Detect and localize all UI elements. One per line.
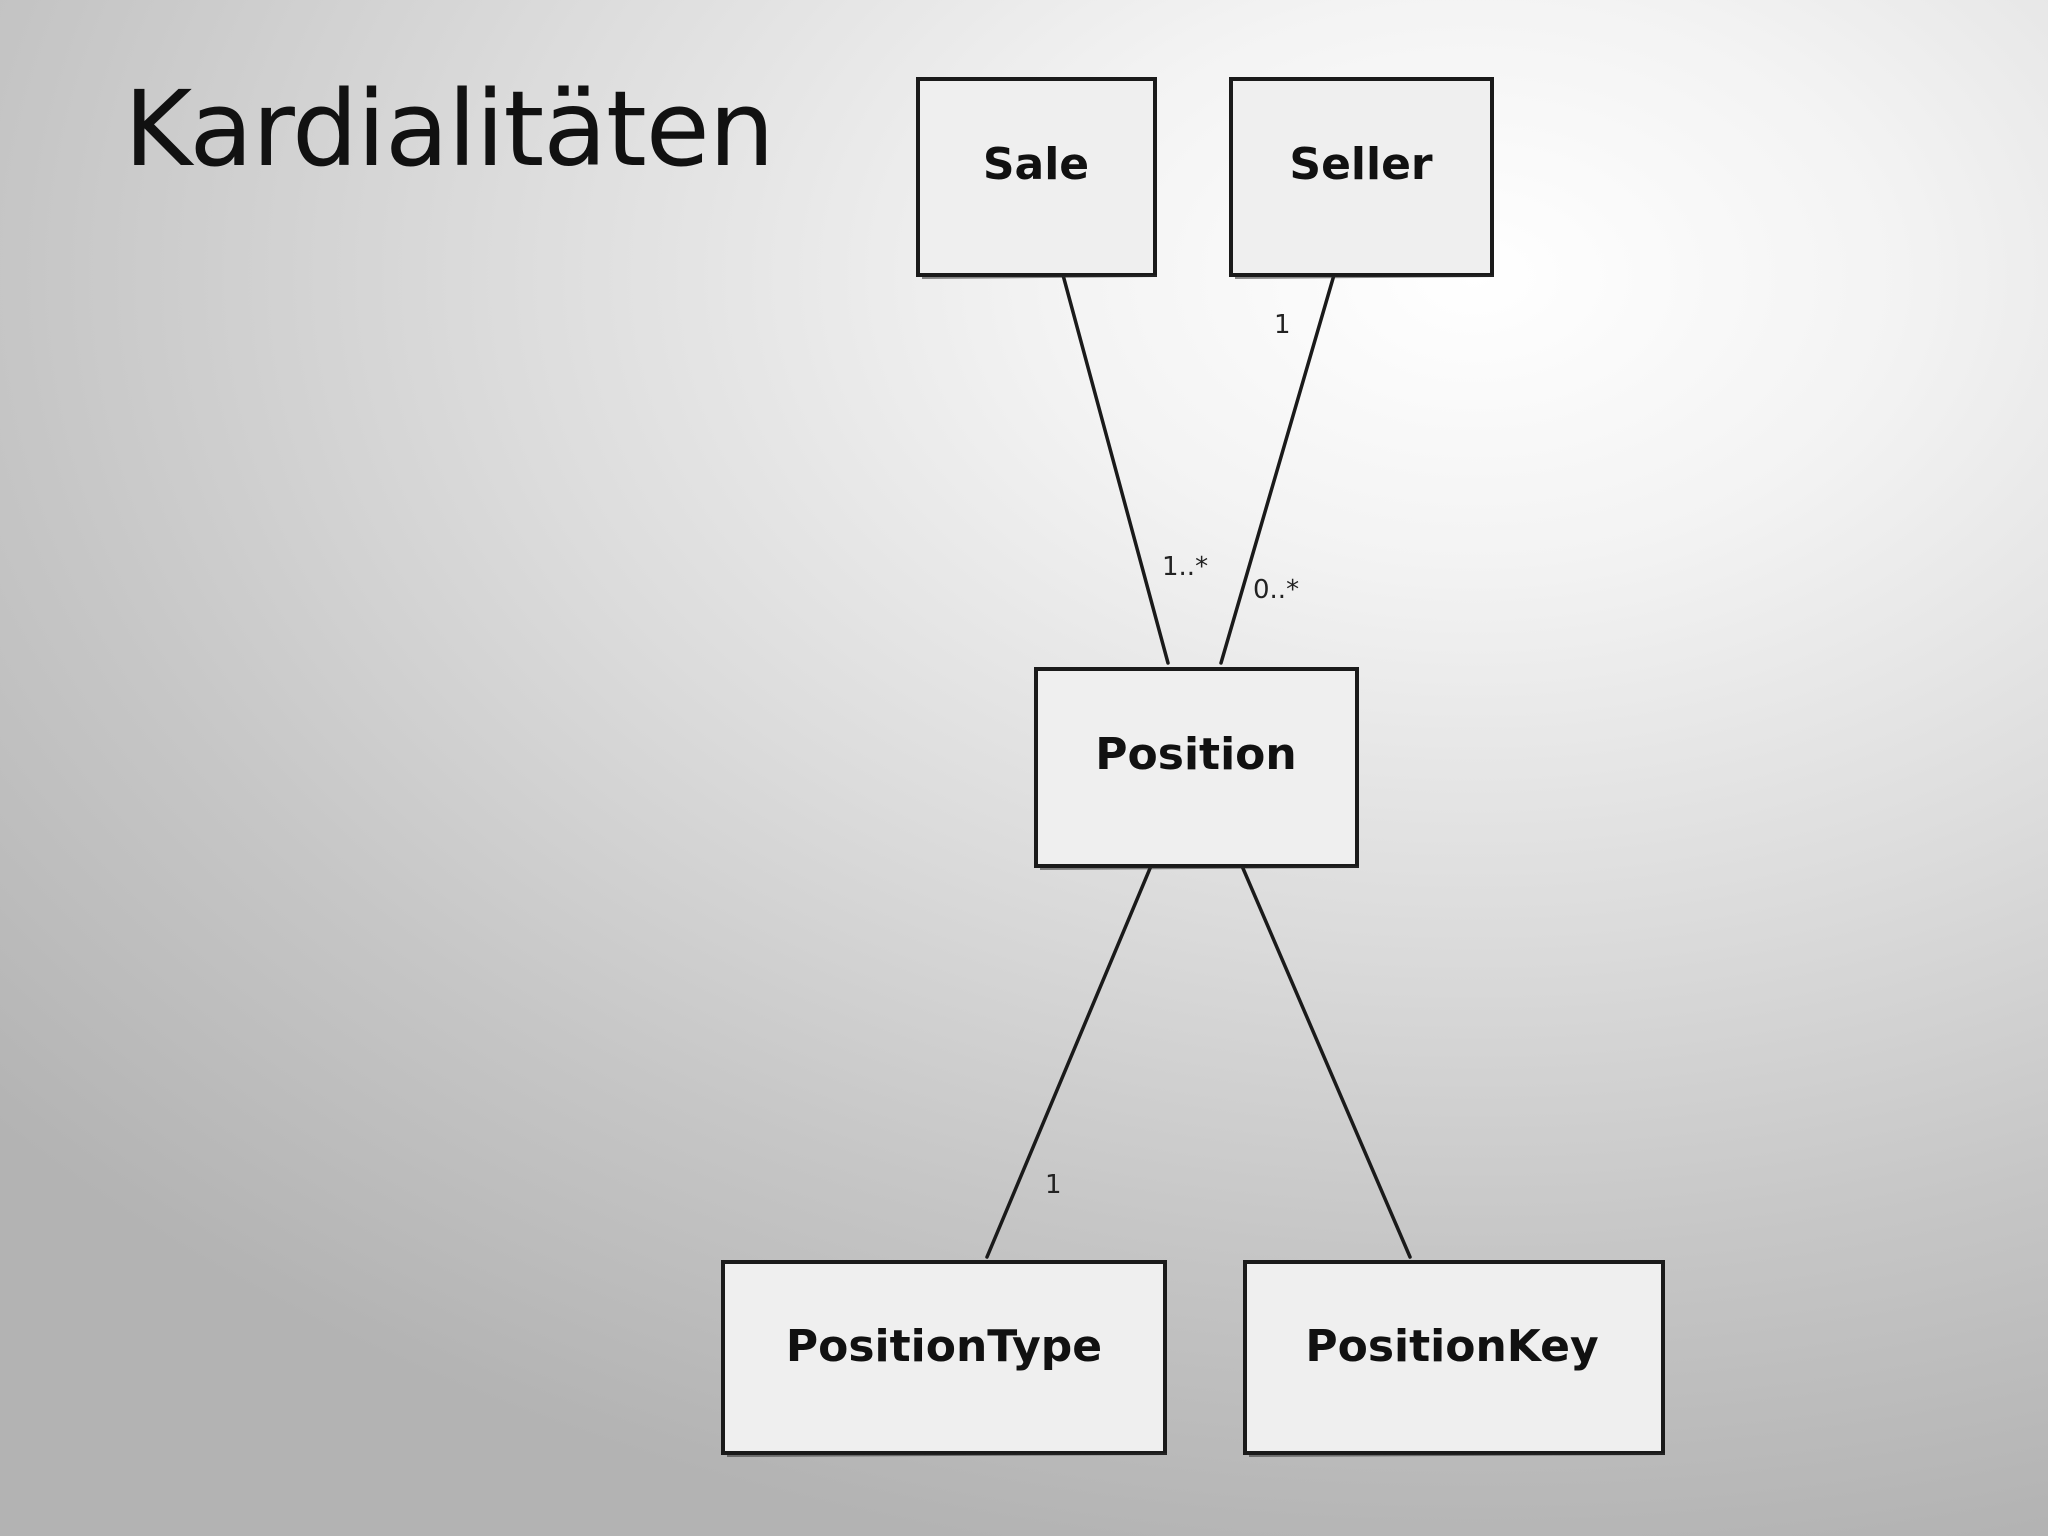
slide-title: Kardialitäten [124, 68, 775, 190]
class-box-sale: Sale [916, 77, 1158, 279]
class-label-seller: Seller [1289, 139, 1433, 190]
edge-position-positionkey [1240, 864, 1412, 1259]
edge-position-positiontype [985, 864, 1153, 1259]
class-box-seller: Seller [1229, 77, 1495, 279]
class-label-position: Position [1095, 729, 1296, 780]
multiplicity-seller-position: 0..* [1253, 575, 1299, 605]
multiplicity-sale-position: 1..* [1162, 552, 1208, 582]
class-label-sale: Sale [983, 139, 1089, 190]
class-label-positiontype: PositionType [786, 1321, 1102, 1372]
class-box-position: Position [1034, 667, 1360, 870]
multiplicity-seller: 1 [1274, 310, 1291, 340]
class-box-positiontype: PositionType [721, 1260, 1168, 1457]
edge-seller-position [1219, 273, 1336, 665]
class-label-positionkey: PositionKey [1305, 1321, 1598, 1372]
multiplicity-positiontype: 1 [1045, 1170, 1062, 1200]
edge-sale-position [1061, 273, 1170, 665]
class-box-positionkey: PositionKey [1243, 1260, 1666, 1457]
